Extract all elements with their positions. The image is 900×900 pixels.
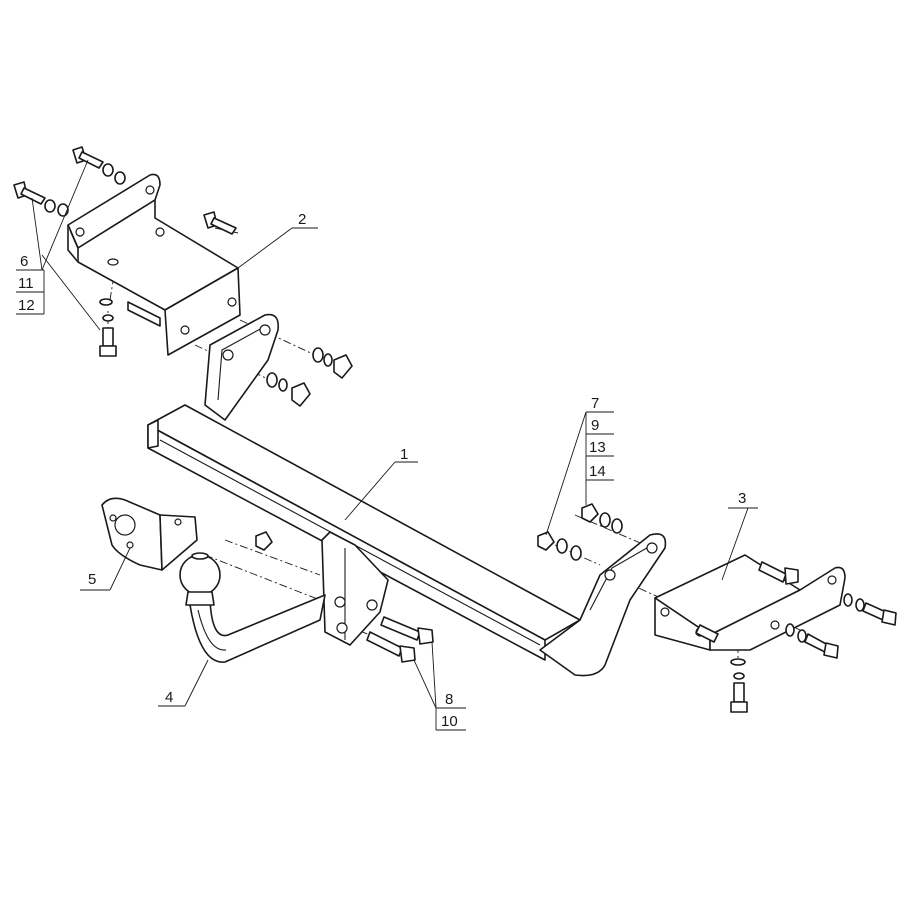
- callout-5: 5: [80, 547, 131, 591]
- callout-label-11: 11: [18, 275, 34, 292]
- drawbar-part: [147, 313, 667, 677]
- right-bracket-part: [654, 554, 846, 651]
- callout-group-right: 7 9 13 14: [545, 395, 614, 536]
- drawbar-left-arm: [204, 313, 280, 421]
- callout-1: 1: [344, 446, 418, 521]
- drawbar-ball-mount: [321, 531, 389, 646]
- callout-group-bottom: 8 10: [413, 641, 466, 731]
- callout-label-4: 4: [165, 689, 173, 706]
- callout-4: 4: [158, 659, 209, 707]
- callout-2: 2: [237, 211, 318, 269]
- callout-label-3: 3: [738, 490, 746, 507]
- callout-group-left: 6 11 12: [16, 159, 101, 331]
- towball-part: [179, 552, 326, 663]
- callout-label-14: 14: [589, 463, 606, 480]
- drawbar-right-arm: [539, 533, 667, 677]
- left-bracket-part: [67, 173, 241, 356]
- socket-plate-part: [101, 497, 198, 571]
- callout-label-8: 8: [445, 691, 453, 708]
- callout-label-1: 1: [400, 446, 408, 463]
- callout-label-10: 10: [441, 713, 458, 730]
- callout-label-7: 7: [591, 395, 599, 412]
- callout-label-6: 6: [20, 253, 28, 270]
- callout-label-2: 2: [298, 211, 306, 228]
- callout-label-9: 9: [591, 417, 599, 434]
- tow-ball: [179, 554, 221, 596]
- callout-3: 3: [721, 490, 758, 581]
- callout-label-5: 5: [88, 571, 96, 588]
- fasteners: [13, 146, 897, 713]
- callout-label-13: 13: [589, 439, 606, 456]
- callout-label-12: 12: [18, 297, 35, 314]
